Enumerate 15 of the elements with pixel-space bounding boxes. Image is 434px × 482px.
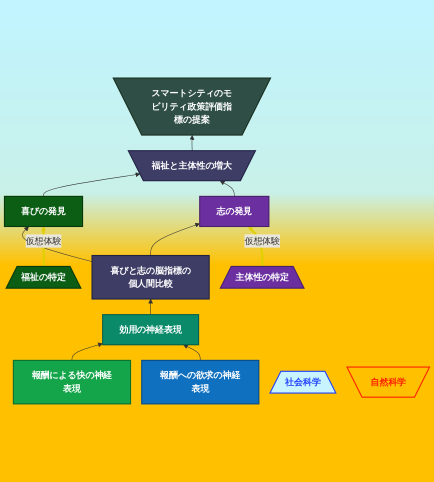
arrow (72, 342, 103, 361)
arrow (190, 135, 194, 152)
node-box: 効用の神経表現 (102, 314, 200, 346)
arrow (43, 172, 140, 197)
node-box: 喜びと志の脳指標の個人間比較 (91, 254, 210, 300)
arrow (220, 180, 235, 197)
node-box: 志の発見 (199, 196, 270, 228)
arrow (183, 344, 201, 361)
arrow (150, 222, 200, 256)
node-box: 報酬への欲求の神経表現 (141, 360, 260, 404)
node-box: 喜びの発見 (4, 196, 84, 228)
edge-label: 仮想体験 (244, 235, 280, 246)
edge-label: 仮想体験 (26, 235, 62, 246)
arrow (148, 298, 154, 315)
node-box: 報酬による快の神経表現 (12, 360, 132, 404)
